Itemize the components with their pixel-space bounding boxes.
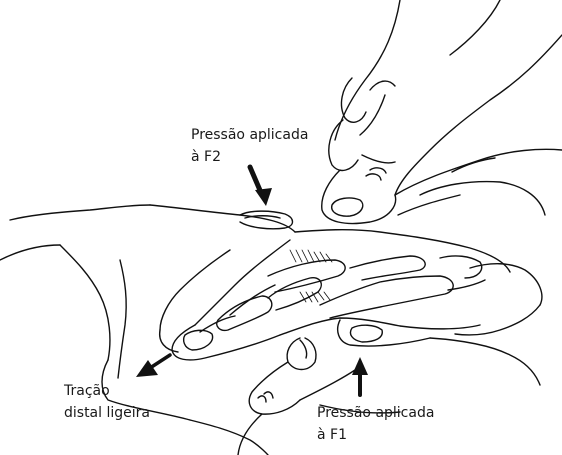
pressure-f2-line1: Pressão aplicada (191, 124, 308, 146)
pressure-f1-line1: Pressão aplicada (317, 402, 434, 424)
pressure-f2-label: Pressão aplicada à F2 (191, 124, 308, 168)
arrow-traction (136, 355, 170, 377)
pressure-f1-line2: à F1 (317, 424, 434, 446)
arrow-f2 (250, 167, 272, 206)
pressure-f1-label: Pressão aplicada à F1 (317, 402, 434, 446)
traction-line2: distal ligeira (64, 402, 150, 424)
pressure-f2-line2: à F2 (191, 146, 308, 168)
traction-label: Tração distal ligeira (64, 380, 150, 424)
arrow-f1 (352, 357, 368, 395)
traction-line1: Tração (64, 380, 150, 402)
examiner-hand-top (322, 0, 562, 224)
